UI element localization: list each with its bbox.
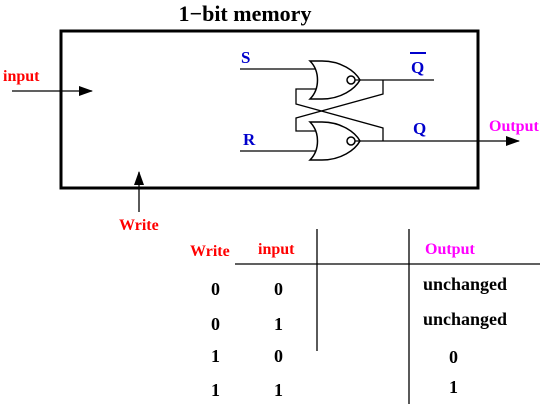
input-label: input xyxy=(3,68,40,85)
write-label: Write xyxy=(119,217,159,234)
table-cell-output: unchanged xyxy=(423,309,507,329)
nor-gate-top xyxy=(308,60,361,100)
output-label: Output xyxy=(489,118,539,135)
nor-bubble-top xyxy=(346,75,356,85)
s-label: S xyxy=(241,48,250,67)
table-cell-output: 0 xyxy=(449,347,458,367)
table-cell-write: 1 xyxy=(211,346,220,366)
q-bar-label: Q xyxy=(411,58,424,77)
feedback-wire-top xyxy=(295,88,384,141)
table-cell-output: 1 xyxy=(449,377,458,397)
table-header-write: Write xyxy=(190,243,230,260)
feedback-wire-bottom xyxy=(295,80,384,132)
table-cell-input: 1 xyxy=(274,314,283,334)
r-label: R xyxy=(243,130,256,149)
table-cell-input: 1 xyxy=(274,380,283,400)
table-header-input: input xyxy=(258,241,295,258)
q-label: Q xyxy=(413,119,426,138)
nor-bubble-bottom xyxy=(346,136,356,146)
table-cell-input: 0 xyxy=(274,279,283,299)
table-cell-write: 0 xyxy=(211,314,220,334)
memory-box xyxy=(59,29,480,190)
table-header-output: Output xyxy=(425,241,475,258)
table-cell-write: 1 xyxy=(211,380,220,400)
table-cell-write: 0 xyxy=(211,279,220,299)
diagram-title: 1−bit memory xyxy=(179,1,312,26)
nor-gate-bottom xyxy=(308,121,361,161)
table-cell-output: unchanged xyxy=(423,274,507,294)
table-cell-input: 0 xyxy=(274,346,283,366)
